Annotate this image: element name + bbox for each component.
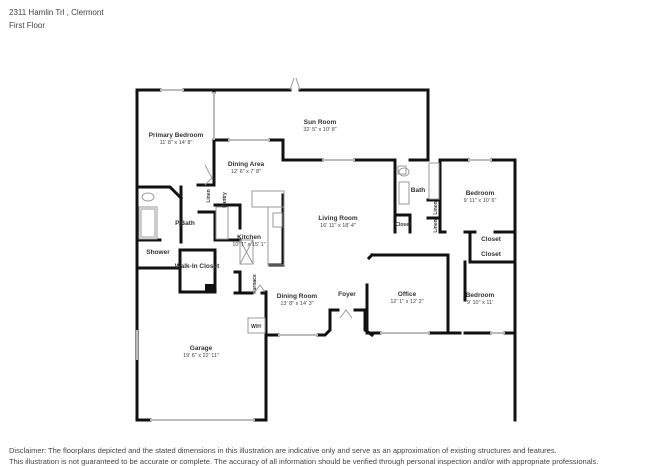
svg-text:19' 6" x 22' 11": 19' 6" x 22' 11" xyxy=(183,353,219,359)
svg-text:Walk-In Closet: Walk-In Closet xyxy=(175,263,220,270)
floor-label: First Floor xyxy=(9,21,45,30)
room-office: Office 12' 1" x 12' 2" xyxy=(390,291,423,305)
svg-text:Living Room: Living Room xyxy=(318,215,358,222)
svg-text:16' 11" x 18' 4": 16' 11" x 18' 4" xyxy=(320,223,356,229)
svg-text:W/H: W/H xyxy=(251,324,261,330)
disclaimer-line-1: Disclaimer: The floorplans depicted and … xyxy=(9,446,557,455)
room-foyer: Foyer xyxy=(338,291,356,298)
svg-text:Bedroom: Bedroom xyxy=(466,190,495,197)
room-bedroom-2: Bedroom 9' 10" x 11' xyxy=(466,292,495,306)
small-labels: Linen Pantry Linen Closet Linen Furnace … xyxy=(206,189,439,330)
room-garage: Garage 19' 6" x 22' 11" xyxy=(183,345,219,359)
svg-text:Linen: Linen xyxy=(206,189,212,202)
svg-text:Primary Bedroom: Primary Bedroom xyxy=(149,132,204,139)
windows xyxy=(136,89,505,421)
svg-text:Kitchen: Kitchen xyxy=(237,234,261,241)
svg-text:Closet: Closet xyxy=(481,236,502,243)
svg-text:Garage: Garage xyxy=(190,345,213,352)
svg-text:Office: Office xyxy=(398,291,417,298)
svg-text:12' 6" x 7' 8": 12' 6" x 7' 8" xyxy=(231,169,261,175)
svg-text:Closet: Closet xyxy=(481,251,502,258)
svg-text:32' 5" x 10' 8": 32' 5" x 10' 8" xyxy=(303,127,336,133)
room-shower: Shower xyxy=(146,249,170,256)
walls xyxy=(135,88,517,422)
svg-text:Dining Room: Dining Room xyxy=(277,293,318,300)
svg-text:P.Bath: P.Bath xyxy=(175,220,195,227)
svg-text:Bedroom: Bedroom xyxy=(466,292,495,299)
svg-text:10' 1" x 15' 1": 10' 1" x 15' 1" xyxy=(232,242,265,248)
svg-text:Closet: Closet xyxy=(395,222,411,228)
room-dining-room: Dining Room 13' 8" x 14' 3" xyxy=(277,293,318,307)
svg-text:Linen: Linen xyxy=(433,201,439,214)
svg-text:Sun Room: Sun Room xyxy=(304,119,337,126)
room-primary-bedroom: Primary Bedroom 11' 8" x 14' 8" xyxy=(149,132,204,146)
room-sun-room: Sun Room 32' 5" x 10' 8" xyxy=(303,119,336,133)
property-address: 2311 Hamlin Trl , Clermont xyxy=(9,8,104,17)
svg-text:Furnace: Furnace xyxy=(252,274,258,294)
fixtures xyxy=(138,77,440,334)
svg-text:Linen: Linen xyxy=(433,219,439,232)
room-dining-area: Dining Area 12' 6" x 7' 8" xyxy=(228,161,265,175)
room-kitchen: Kitchen 10' 1" x 15' 1" xyxy=(232,234,265,248)
room-closet-1: Closet xyxy=(481,236,502,243)
svg-text:11' 8" x 14' 8": 11' 8" x 14' 8" xyxy=(160,140,193,146)
svg-text:Dining Area: Dining Area xyxy=(228,161,265,168)
floor-plan: Primary Bedroom 11' 8" x 14' 8" Sun Room… xyxy=(135,77,517,422)
room-closet-2: Closet xyxy=(481,251,502,258)
svg-text:9' 10" x 11': 9' 10" x 11' xyxy=(467,300,493,306)
svg-text:Pantry: Pantry xyxy=(222,192,228,208)
svg-text:Foyer: Foyer xyxy=(338,291,356,298)
room-living-room: Living Room 16' 11" x 18' 4" xyxy=(318,215,358,229)
room-bedroom-1: Bedroom 9' 11" x 10' 6" xyxy=(464,190,497,204)
svg-text:Bath: Bath xyxy=(411,187,425,194)
disclaimer-line-2: This illustration is not guaranteed to b… xyxy=(9,457,599,466)
svg-text:Shower: Shower xyxy=(146,249,170,256)
svg-text:12' 1" x 12' 2": 12' 1" x 12' 2" xyxy=(390,299,423,305)
svg-text:13' 8" x 14' 3": 13' 8" x 14' 3" xyxy=(280,301,313,307)
room-bath: Bath xyxy=(411,187,425,194)
room-walk-in-closet: Walk-In Closet xyxy=(175,263,220,270)
svg-text:9' 11" x 10' 6": 9' 11" x 10' 6" xyxy=(464,198,497,204)
room-p-bath: P.Bath xyxy=(175,220,195,227)
